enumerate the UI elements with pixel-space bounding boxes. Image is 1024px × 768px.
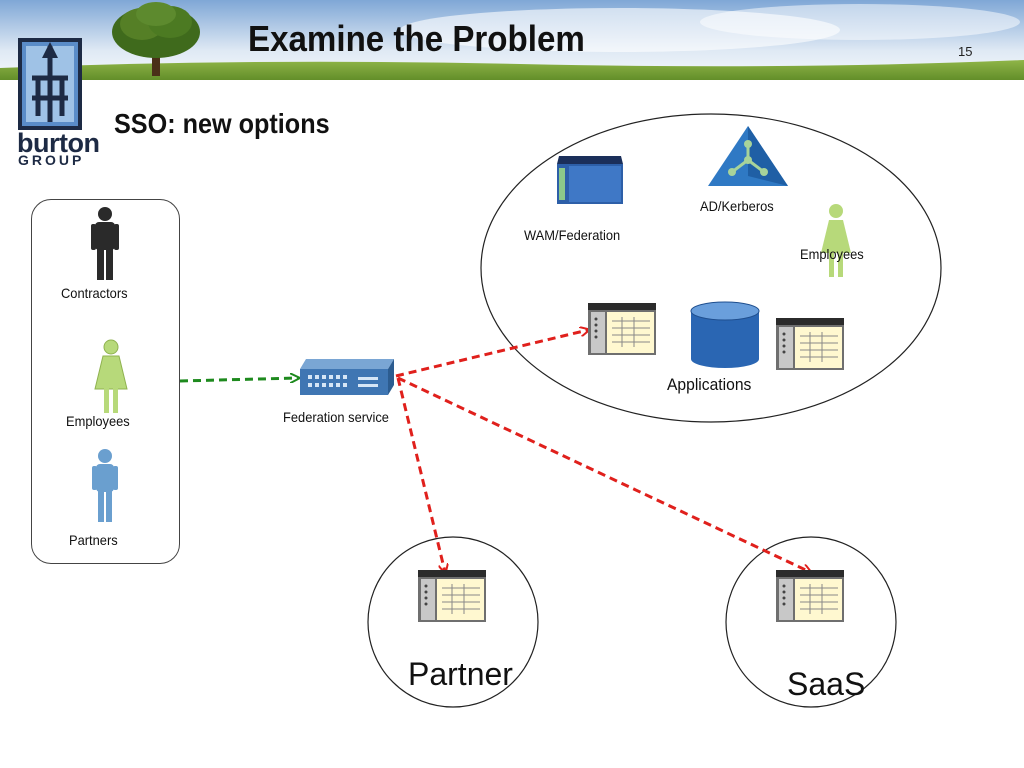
burton-group-logo <box>18 38 82 130</box>
application-window-icon <box>776 570 844 622</box>
slide-title: Examine the Problem <box>248 18 585 59</box>
slide-subtitle: SSO: new options <box>114 108 330 139</box>
tree-image <box>112 2 200 76</box>
users-panel <box>31 199 180 564</box>
application-window-icon <box>418 570 486 622</box>
red-arrow-saas <box>397 376 810 572</box>
federation-server-icon <box>300 359 394 395</box>
saas-boundary <box>725 536 897 708</box>
wam-federation-label: WAM/Federation <box>524 227 621 243</box>
employee-person-icon <box>94 339 128 413</box>
partner-label: Partner <box>408 656 513 692</box>
logo-text-group: GROUP <box>18 152 85 168</box>
red-arrow-partner <box>396 377 445 572</box>
partner-person-icon <box>92 449 118 522</box>
partners-label: Partners <box>69 532 118 548</box>
enterprise-employee-icon <box>821 204 851 277</box>
contractors-label: Contractors <box>61 285 128 301</box>
wam-server-icon <box>557 156 623 204</box>
employees-label: Employees <box>66 413 130 429</box>
applications-label: Applications <box>667 375 752 394</box>
application-window-icon <box>588 303 656 355</box>
slide-number: 15 <box>958 44 973 59</box>
green-arrow <box>179 378 298 381</box>
saas-label: SaaS <box>787 666 866 702</box>
application-window-icon <box>776 318 844 370</box>
database-icon <box>690 301 760 368</box>
red-arrow-enterprise <box>395 330 588 378</box>
contractor-person-icon <box>91 207 119 280</box>
logo-text-burton: burton <box>17 128 100 158</box>
enterprise-boundary <box>480 113 942 423</box>
partner-boundary <box>367 536 539 708</box>
enterprise-employees-label: Employees <box>800 246 864 262</box>
ad-directory-icon <box>708 126 788 186</box>
ad-kerberos-label: AD/Kerberos <box>700 198 774 214</box>
federation-service-label: Federation service <box>283 409 389 425</box>
